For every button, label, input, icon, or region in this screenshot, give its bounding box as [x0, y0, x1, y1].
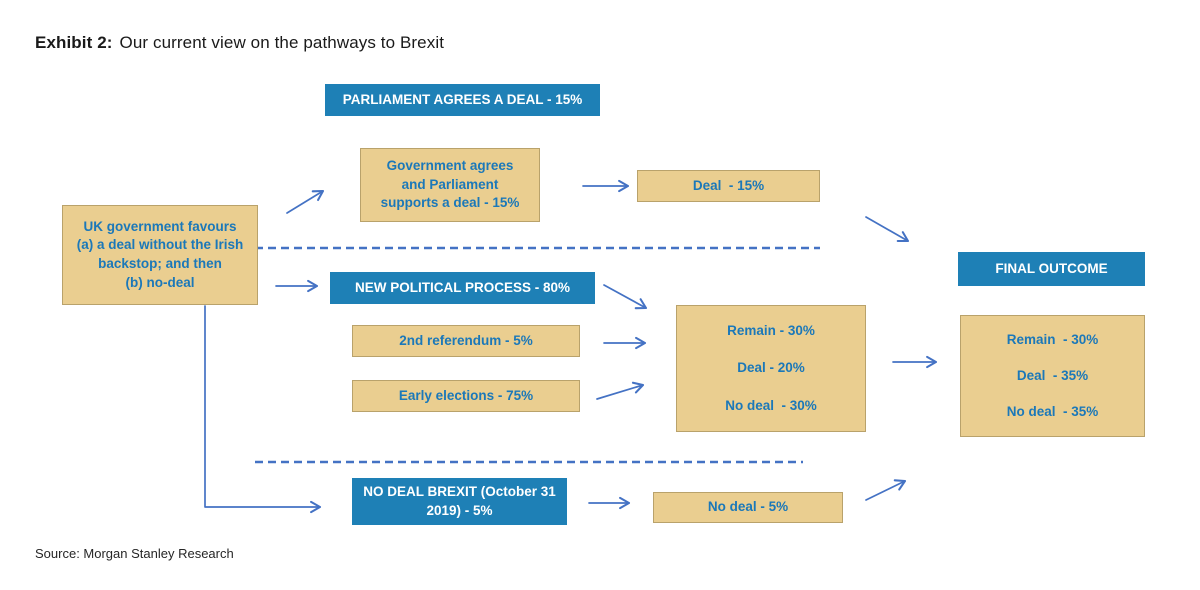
no-deal-brexit-line: NO DEAL BREXIT (October 31 [363, 483, 556, 499]
second-referendum-label: 2nd referendum - 5% [399, 332, 533, 348]
government-agrees-line: and Parliament [401, 176, 499, 192]
final-outcome-label: FINAL OUTCOME [995, 260, 1108, 276]
arrow-nodeal-outcome-to-final [865, 479, 907, 501]
final-outcome-remain: Remain - 30% [1006, 331, 1099, 347]
no-deal-brexit-line: 2019) - 5% [426, 502, 493, 518]
root-line: (b) no-deal [125, 274, 195, 290]
exhibit-number-label: Exhibit 2: [35, 33, 113, 52]
exhibit-title: Exhibit 2: Our current view on the pathwa… [35, 33, 444, 53]
second-referendum-box: 2nd referendum - 5% [352, 325, 580, 357]
no-deal-5-label: No deal - 5% [707, 499, 789, 515]
connector-root-to-no-deal-branch [204, 305, 322, 514]
process-outcomes-box: Remain - 30% Deal - 20% No deal - 30% [676, 305, 866, 432]
government-agrees-line: Government agrees [386, 158, 514, 174]
final-outcome-deal: Deal - 35% [1016, 367, 1089, 383]
process-outcome-remain: Remain - 30% [727, 322, 815, 338]
new-political-process-label: NEW POLITICAL PROCESS - 80% [354, 279, 571, 295]
parliament-agrees-label: PARLIAMENT AGREES A DEAL - 15% [342, 91, 583, 107]
parliament-agrees-header: PARLIAMENT AGREES A DEAL - 15% [325, 84, 600, 116]
no-deal-brexit-header: NO DEAL BREXIT (October 31 2019) - 5% [352, 478, 567, 525]
uk-government-root-box: UK government favours (a) a deal without… [62, 205, 258, 305]
arrow-root-to-parliament-branch [286, 189, 325, 214]
arrow-deal-outcome-to-final [865, 216, 910, 243]
early-elections-label: Early elections - 75% [398, 387, 534, 403]
root-line: (a) a deal without the Irish [76, 237, 244, 253]
source-note: Source: Morgan Stanley Research [35, 546, 234, 561]
root-line: backstop; and then [98, 256, 222, 271]
deal-15-outcome-box: Deal - 15% [637, 170, 820, 202]
arrow-elections-to-outcomes [596, 381, 645, 400]
arrow-process-to-outcomes [603, 284, 648, 310]
exhibit-title-text: Our current view on the pathways to Brex… [119, 33, 445, 52]
final-outcome-header: FINAL OUTCOME [958, 252, 1145, 286]
process-outcome-deal: Deal - 20% [737, 360, 805, 376]
deal-15-label: Deal - 15% [692, 177, 765, 193]
root-line: UK government favours [83, 218, 237, 234]
no-deal-5-outcome-box: No deal - 5% [653, 492, 843, 523]
process-outcome-no-deal: No deal - 30% [725, 397, 817, 413]
final-outcome-no-deal: No deal - 35% [1006, 403, 1099, 419]
government-agrees-box: Government agrees and Parliament support… [360, 148, 540, 222]
early-elections-box: Early elections - 75% [352, 380, 580, 412]
new-political-process-header: NEW POLITICAL PROCESS - 80% [330, 272, 595, 304]
final-outcomes-box: Remain - 30% Deal - 35% No deal - 35% [960, 315, 1145, 437]
government-agrees-line: supports a deal - 15% [380, 195, 520, 211]
